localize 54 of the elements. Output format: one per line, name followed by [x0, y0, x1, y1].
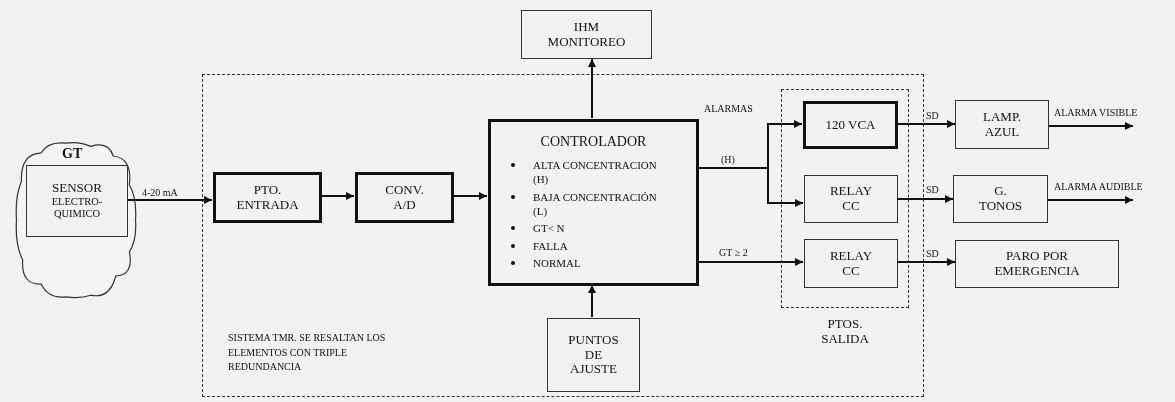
node-label: CONTROLADOR [540, 134, 647, 151]
process-box [955, 240, 1119, 288]
process-box [803, 101, 898, 149]
process-box [804, 239, 898, 288]
process-box [547, 318, 640, 392]
note-text: SISTEMA TMR. SE RESALTAN LOS ELEMENTOS CON TRIPLE REDUNDANCIA [228, 331, 387, 374]
node-label: SENSOR [51, 181, 103, 197]
arrow [452, 192, 488, 200]
list-item: GT< N [533, 221, 565, 236]
process-box [804, 175, 898, 223]
arrow [127, 196, 213, 204]
arrow [896, 120, 956, 128]
node-label: CONV. A/D [384, 182, 425, 213]
arrow [588, 58, 596, 119]
process-box [955, 100, 1049, 149]
process-box [521, 10, 652, 59]
edge-label: SD [925, 184, 940, 195]
edge-label: (H) [720, 154, 736, 165]
edge-label: SD [925, 248, 940, 259]
edge-label: ALARMA VISIBLE [1053, 107, 1139, 118]
list-item: NORMAL [533, 255, 581, 271]
arrow [320, 192, 355, 200]
node-label: PUNTOS DE AJUSTE [567, 332, 620, 378]
arrow [697, 258, 804, 266]
node-label: RELAY CC [828, 248, 874, 279]
node-label: 120 VCA [824, 117, 877, 133]
process-box [355, 172, 454, 223]
process-box [26, 165, 128, 237]
edge-label: SD [925, 110, 940, 121]
arrow [1048, 122, 1134, 130]
process-box [213, 172, 322, 223]
arrow [1047, 196, 1134, 204]
edge-label: ALARMAS [703, 103, 754, 114]
node-label: RELAY CC [828, 184, 874, 214]
group-label: PTOS. SALIDA [820, 317, 870, 347]
node-label: IHM MONITOREO [546, 19, 627, 50]
node-label: ELECTRO-QUIMICO [50, 196, 104, 221]
list-item: BAJA CONCENTRACIÓN (L) [533, 189, 658, 219]
node-label: G. TONOS [977, 184, 1024, 214]
node-label: PTO. ENTRADA [235, 182, 300, 213]
list-item: FALLA [533, 238, 568, 253]
arrow [896, 258, 956, 266]
system-boundary [202, 74, 924, 397]
edge-label: GT ≥ 2 [718, 247, 749, 258]
controller-box [488, 119, 699, 286]
arrow [896, 195, 954, 203]
edge-label: 4-20 mA [141, 187, 179, 198]
node-label: PARO POR EMERGENCIA [993, 249, 1081, 279]
process-box [953, 175, 1048, 223]
arrow [588, 284, 596, 318]
node-label: GT [62, 146, 83, 162]
list-item: ALTA CONCENTRACION (H) [533, 158, 658, 187]
node-label: LAMP. AZUL [982, 109, 1022, 140]
edge-label: ALARMA AUDIBLE [1053, 181, 1144, 192]
